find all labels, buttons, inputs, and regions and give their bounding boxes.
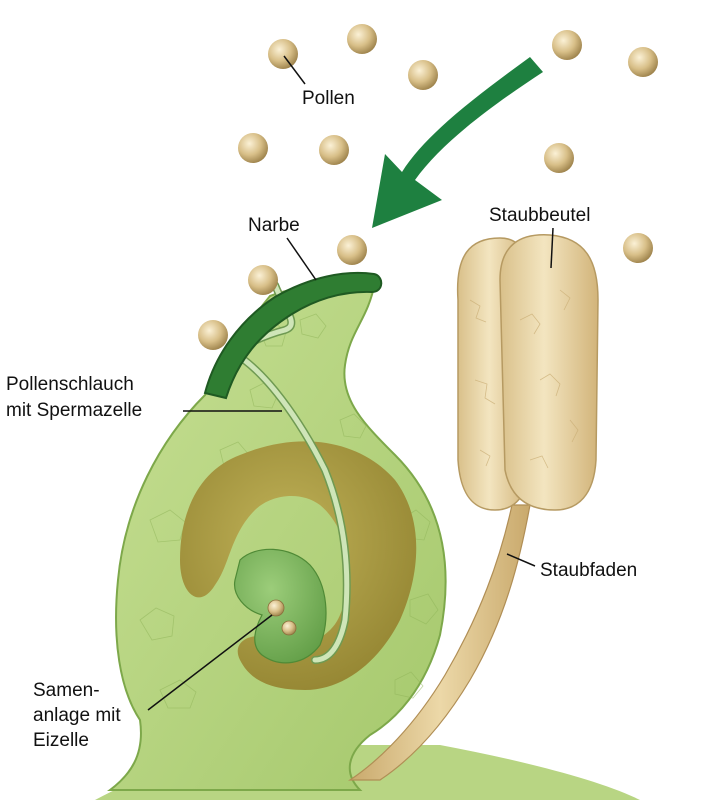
label-samenanlage-1: Samen- — [33, 680, 100, 701]
label-pollenschlauch-1: Pollenschlauch — [6, 374, 134, 395]
label-samenanlage-2: anlage mit — [33, 705, 121, 726]
leader-pollen — [283, 55, 306, 85]
pollen-grain — [319, 135, 349, 165]
label-narbe: Narbe — [248, 215, 300, 236]
pollen-tube-inner — [226, 282, 350, 663]
egg-cell — [281, 620, 297, 636]
leader-staubbeutel — [550, 227, 554, 269]
pollen-grain — [552, 30, 582, 60]
anther — [456, 234, 599, 511]
ovary-cavity — [180, 441, 417, 690]
pollen-grain — [628, 47, 658, 77]
pollen-grains — [198, 24, 658, 350]
label-staubfaden: Staubfaden — [540, 560, 637, 581]
label-samenanlage-3: Eizelle — [33, 730, 89, 751]
leader-samenanlage — [147, 614, 273, 711]
pollen-grain — [238, 133, 268, 163]
pollen-grain — [347, 24, 377, 54]
leader-staubfaden — [506, 553, 536, 567]
pollen-grain — [408, 60, 438, 90]
pollination-arrow — [372, 57, 543, 228]
leader-narbe — [286, 237, 317, 281]
label-pollen: Pollen — [302, 88, 355, 109]
leader-lines — [147, 55, 554, 711]
pollen-grain — [623, 233, 653, 263]
pollen-grain — [268, 39, 298, 69]
label-pollenschlauch-2: mit Spermazelle — [6, 400, 142, 421]
pollen-grain — [248, 265, 278, 295]
pollen-grain — [544, 143, 574, 173]
stigma — [203, 271, 383, 400]
pollen-grain — [198, 320, 228, 350]
pollen-grain — [337, 235, 367, 265]
egg-cell — [267, 599, 285, 617]
label-staubbeutel: Staubbeutel — [489, 205, 590, 226]
filament — [348, 504, 531, 781]
